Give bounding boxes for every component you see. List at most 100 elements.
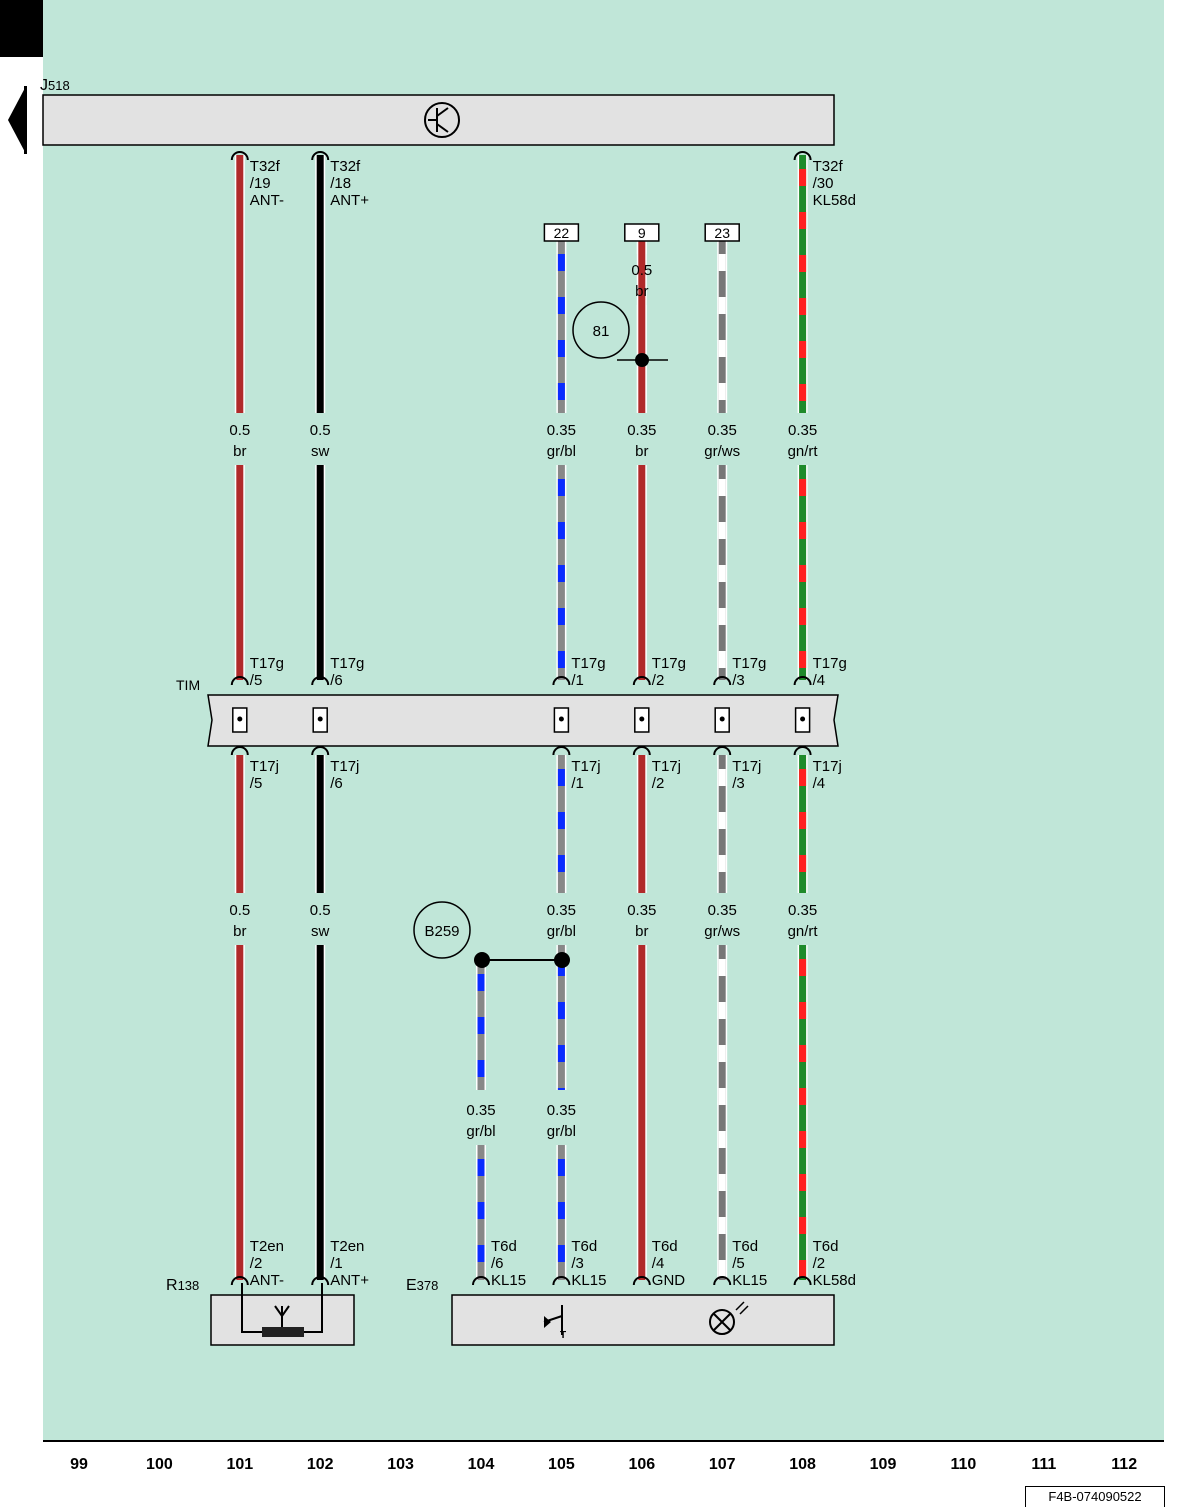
wire-106-low [638, 945, 646, 1280]
e378-box [451, 1294, 835, 1346]
wire-101-top-pin: /19 [250, 175, 271, 192]
arrow-bar [24, 86, 27, 154]
column-number: 112 [1111, 1456, 1137, 1473]
wire-105-bottom-label-size: 0.35 [547, 1102, 576, 1119]
wire-105-top-stripe [557, 254, 565, 271]
wire-102-tim-out [311, 746, 330, 756]
wire-104-lower-stripe [477, 1245, 485, 1262]
wire-105-mid-stripe [557, 651, 565, 668]
wire-105-tim-in [552, 676, 571, 686]
wire-105-ref-box [543, 223, 580, 242]
wire-104-lower-stripe [477, 1159, 485, 1176]
wire-102-mid [316, 465, 324, 680]
previous-page-arrow-icon[interactable] [8, 86, 26, 154]
splice-circle [413, 901, 471, 959]
wire-108-upper-label-code: gn/rt [788, 443, 819, 460]
wire-104-bot-connector [472, 1276, 490, 1286]
wire-107-lower-mid-stripe [718, 855, 726, 872]
column-number: 110 [950, 1456, 976, 1473]
wire-101-top-pin: T32f [250, 158, 281, 175]
wire-108-bot-pin: KL58d [813, 1272, 856, 1289]
wire-102-bot-pin: /1 [330, 1255, 343, 1272]
wire-105-upper-label-size: 0.35 [547, 422, 576, 439]
wire-107-low-stripe [718, 1217, 726, 1234]
wire-107-tim-in-pin: /3 [732, 672, 745, 689]
lamp-icon [709, 1301, 749, 1335]
wire-107-low-stripe [718, 1045, 726, 1062]
wire-101-lower-label-size: 0.5 [229, 902, 250, 919]
wire-104-upper-stripe [477, 974, 485, 991]
wire-107-ref-num: 23 [714, 225, 730, 241]
wire-107-lower-mid-stripe [718, 812, 726, 829]
wire-105-mid-stripe [557, 608, 565, 625]
wire-108-upper-label-size: 0.35 [788, 422, 817, 439]
wire-105-bot-pin: T6d [571, 1238, 597, 1255]
wire-104-lower-stripe [477, 1202, 485, 1219]
wire-101-tim-in [230, 676, 249, 686]
wire-105-ref-num: 22 [554, 225, 570, 241]
wire-101-mid [236, 465, 244, 680]
wire-108-low-stripe [799, 1045, 807, 1062]
wire-102-tim-in-pin: T17g [330, 655, 364, 672]
wire-106-bot-pin: /4 [652, 1255, 665, 1272]
wire-107-tim-in [713, 676, 732, 686]
column-number: 99 [70, 1456, 88, 1473]
wire-108-mid-stripe [799, 479, 807, 496]
column-number: 111 [1031, 1456, 1056, 1473]
tim-box [207, 694, 839, 747]
splice-dot-105 [554, 952, 570, 968]
column-number: 109 [870, 1456, 897, 1473]
transistor-icon [424, 102, 460, 138]
wire-105-bottom-stripe [557, 1245, 565, 1262]
wire-105-lower-mid-stripe [557, 812, 565, 829]
wire-106-lower-label-code: br [635, 923, 648, 940]
wire-105-low-stripe [557, 1002, 565, 1019]
wire-101-tim-out-pin: T17j [250, 758, 279, 775]
column-number: 104 [468, 1456, 495, 1473]
wire-108-low-stripe [799, 1002, 807, 1019]
wire-105-lower-label-size: 0.35 [547, 902, 576, 919]
wire-101-tim-fuse-dot [237, 716, 243, 722]
wire-105-tim-out-pin: /1 [571, 775, 584, 792]
wire-104-upper-stripe [477, 1060, 485, 1077]
wire-102-top [316, 155, 324, 413]
antenna-icon [241, 1283, 323, 1337]
wire-105-bottom-label-code: gr/bl [547, 1123, 576, 1140]
wire-107-ref-box [704, 223, 740, 242]
ground-point-circle [572, 301, 630, 359]
wire-104-label-code: gr/bl [466, 1123, 495, 1140]
column-number: 103 [387, 1456, 414, 1473]
wire-107-upper-label-code: gr/ws [704, 443, 740, 460]
wire-101-bot-pin: T2en [250, 1238, 284, 1255]
wire-106-lower-mid [638, 755, 646, 893]
wire-106-upper-label-code: br [635, 443, 648, 460]
wire-108-lower-mid-stripe [799, 769, 807, 786]
wire-101-upper-label-code: br [233, 443, 246, 460]
wire-102-bot-pin: ANT+ [330, 1272, 369, 1289]
wire-105-bot-connector [552, 1276, 571, 1286]
wire-101-upper-label-size: 0.5 [229, 422, 250, 439]
wire-105-top-stripe [557, 297, 565, 314]
wire-102-tim-fuse-dot [317, 716, 323, 722]
wire-107-upper-label-size: 0.35 [708, 422, 737, 439]
wire-101-bot-pin: ANT- [250, 1272, 284, 1289]
wire-101-tim-out-pin: /5 [250, 775, 263, 792]
wire-102-top-connector [311, 151, 330, 161]
wire-108-low-stripe [799, 1174, 807, 1191]
wire-108-lower-mid-stripe [799, 812, 807, 829]
wire-105-top-stripe [557, 383, 565, 400]
wire-107-tim-fuse-dot [719, 716, 725, 722]
e378-label: E378 [406, 1277, 438, 1294]
wire-106-tim-in [632, 676, 651, 686]
wire-105-tim-fuse-dot [558, 716, 564, 722]
wire-105-lower-mid-stripe [557, 769, 565, 786]
wire-108-tim-out [793, 746, 812, 756]
wire-108-tim-in [793, 676, 812, 686]
wire-102-lower-label-size: 0.5 [310, 902, 331, 919]
column-number: 107 [709, 1456, 736, 1473]
wire-108-top-stripe [799, 255, 807, 272]
wire-108-tim-in-pin: /4 [813, 672, 826, 689]
wire-107-low-stripe [718, 959, 726, 976]
wire-105-bot-pin: KL15 [571, 1272, 606, 1289]
wire-108-low-stripe [799, 1131, 807, 1148]
